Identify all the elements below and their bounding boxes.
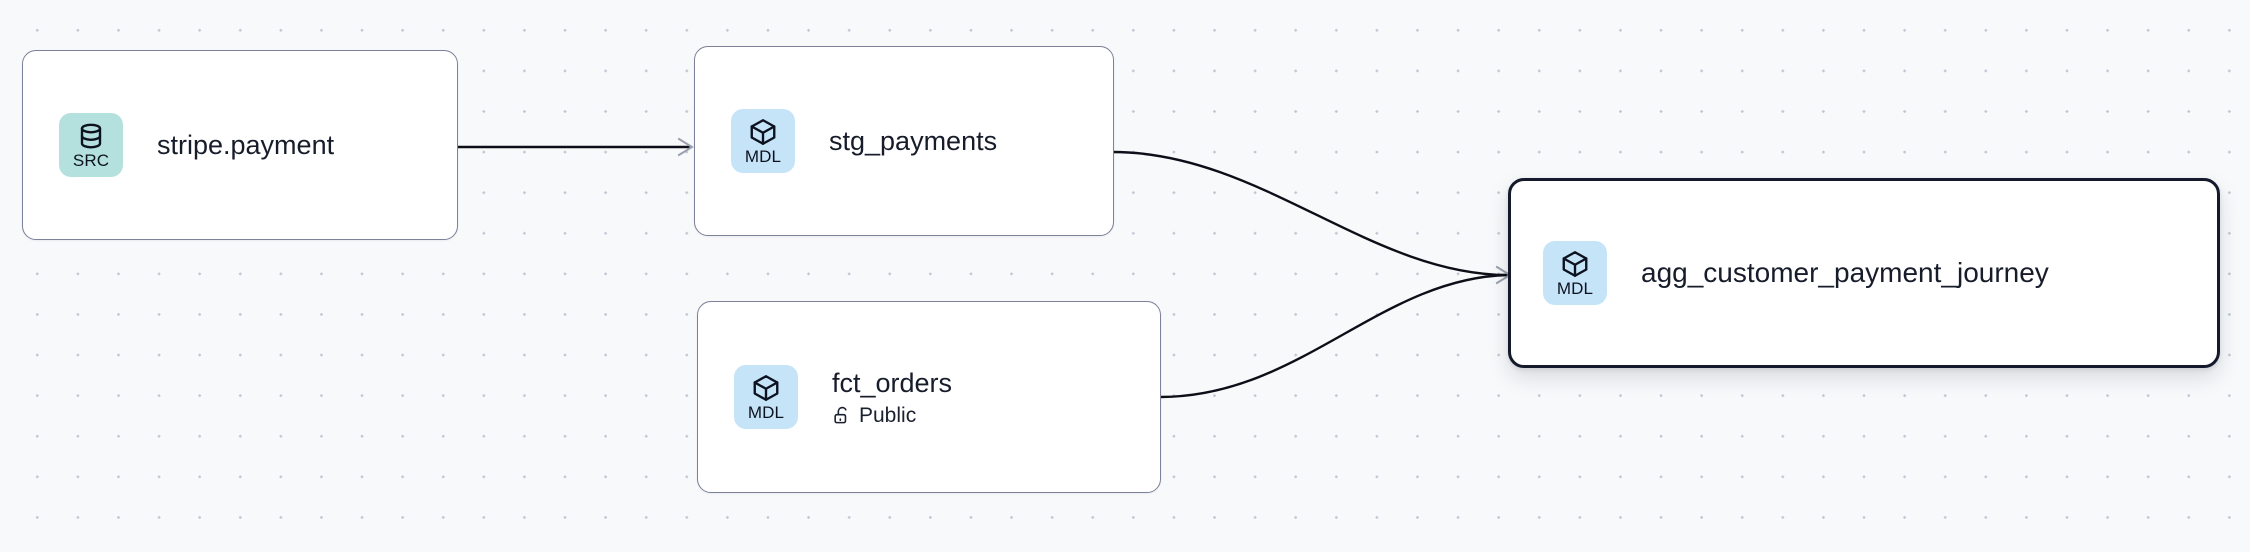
database-icon — [76, 121, 106, 151]
node-badge-label: MDL — [1556, 279, 1594, 298]
node-text-group: stripe.payment — [157, 129, 334, 161]
node-text-group: agg_customer_payment_journey — [1641, 257, 2049, 289]
node-badge-mdl: MDL — [734, 365, 798, 429]
node-agg-customer-payment-journey[interactable]: MDL agg_customer_payment_journey — [1508, 178, 2220, 368]
node-text-group: fct_orders Public — [832, 367, 952, 428]
unlock-icon — [832, 406, 851, 425]
node-title: agg_customer_payment_journey — [1641, 257, 2049, 288]
node-title: stg_payments — [829, 126, 998, 156]
node-stripe-payment[interactable]: SRC stripe.payment — [22, 50, 458, 240]
node-title: fct_orders — [832, 367, 953, 398]
edge-stg-payments-to-agg-customer-payment-journey — [1112, 150, 1509, 277]
cube-icon — [1560, 249, 1590, 279]
node-badge-label: SRC — [72, 151, 110, 170]
node-visibility-label: Public — [859, 403, 917, 427]
node-badge-label: MDL — [744, 147, 782, 166]
edge-fct-orders-to-agg-customer-payment-journey — [1159, 273, 1509, 399]
node-fct-orders[interactable]: MDL fct_orders Public — [697, 301, 1161, 493]
cube-icon — [748, 117, 778, 147]
node-stg-payments[interactable]: MDL stg_payments — [694, 46, 1114, 236]
node-title: stripe.payment — [157, 130, 335, 160]
node-text-group: stg_payments — [829, 125, 997, 157]
node-visibility: Public — [832, 404, 952, 428]
edge-arrowhead-stg-payments — [677, 137, 694, 157]
node-badge-mdl: MDL — [731, 109, 795, 173]
cube-icon — [751, 373, 781, 403]
node-badge-mdl: MDL — [1543, 241, 1607, 305]
node-badge-label: MDL — [747, 403, 785, 422]
node-badge-src: SRC — [59, 113, 123, 177]
